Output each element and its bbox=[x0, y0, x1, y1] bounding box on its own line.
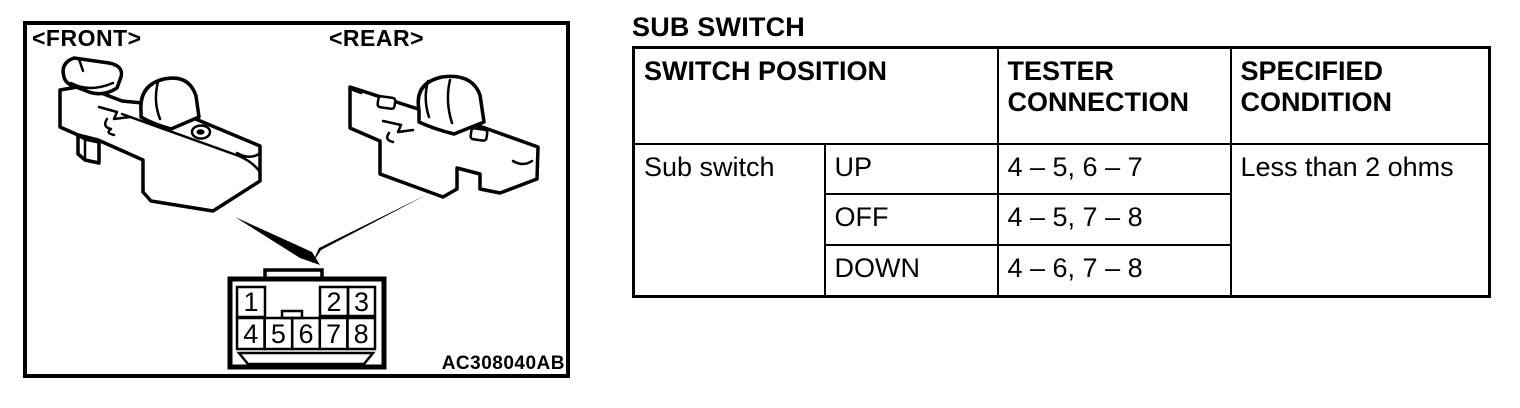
table-row-off: OFF 4 – 5, 7 – 8 bbox=[634, 192, 1490, 246]
cell-specified-condition: Less than 2 ohms bbox=[1229, 142, 1491, 298]
header-switch-position: SWITCH POSITION bbox=[632, 46, 999, 145]
connector-pin-5: 5 bbox=[271, 319, 286, 349]
header-row: SWITCH POSITION TESTER CONNECTION SPECIF… bbox=[632, 46, 1491, 145]
pointer-wedge-right bbox=[312, 194, 428, 264]
sub-switch-spec-table: SWITCH POSITION TESTER CONNECTION SPECIF… bbox=[632, 46, 1491, 298]
figure-border bbox=[23, 21, 570, 378]
figure-code: AC308040AB bbox=[441, 353, 565, 374]
connector-pinout: 1 2 3 4 5 6 7 8 bbox=[227, 268, 387, 370]
connector-pin-8: 8 bbox=[354, 319, 369, 349]
front-view-label: <FRONT> bbox=[32, 25, 142, 51]
connector-pin-3: 3 bbox=[354, 287, 369, 317]
pointer-wedge-left bbox=[235, 217, 320, 265]
cell-switch-name: Sub switch bbox=[632, 142, 826, 298]
header-tester-connection: TESTER CONNECTION bbox=[996, 46, 1232, 145]
rear-view-label: <REAR> bbox=[329, 25, 425, 51]
cell-tester-connection-down: 4 – 6, 7 – 8 bbox=[996, 243, 1232, 298]
cell-tester-connection-up: 4 – 5, 6 – 7 bbox=[996, 142, 1232, 195]
connector-pin-6: 6 bbox=[298, 319, 313, 349]
cell-position-up: UP bbox=[823, 142, 999, 195]
rear-switch-drawing bbox=[348, 74, 540, 199]
cell-tester-connection-off: 4 – 5, 7 – 8 bbox=[996, 192, 1232, 246]
switch-illustration-panel: 1 2 3 4 5 6 7 8 <FRONT> <REAR> AC308040A… bbox=[23, 21, 570, 378]
section-title: SUB SWITCH bbox=[632, 12, 805, 42]
cell-position-down: DOWN bbox=[823, 243, 999, 298]
connector-pin-7: 7 bbox=[326, 319, 341, 349]
table-row-up: Sub switch UP 4 – 5, 6 – 7 Less than 2 o… bbox=[632, 142, 1491, 298]
header-specified-condition: SPECIFIED CONDITION bbox=[1229, 46, 1491, 145]
connector-base bbox=[236, 351, 376, 366]
table-row-down: DOWN 4 – 6, 7 – 8 bbox=[634, 243, 1490, 298]
connector-pin-1: 1 bbox=[243, 287, 258, 317]
connector-pin-4: 4 bbox=[243, 319, 258, 349]
switch-line-art: 1 2 3 4 5 6 7 8 bbox=[23, 21, 570, 378]
front-switch-drawing bbox=[58, 56, 262, 213]
connector-pin-2: 2 bbox=[326, 287, 341, 317]
cell-position-off: OFF bbox=[823, 192, 999, 246]
